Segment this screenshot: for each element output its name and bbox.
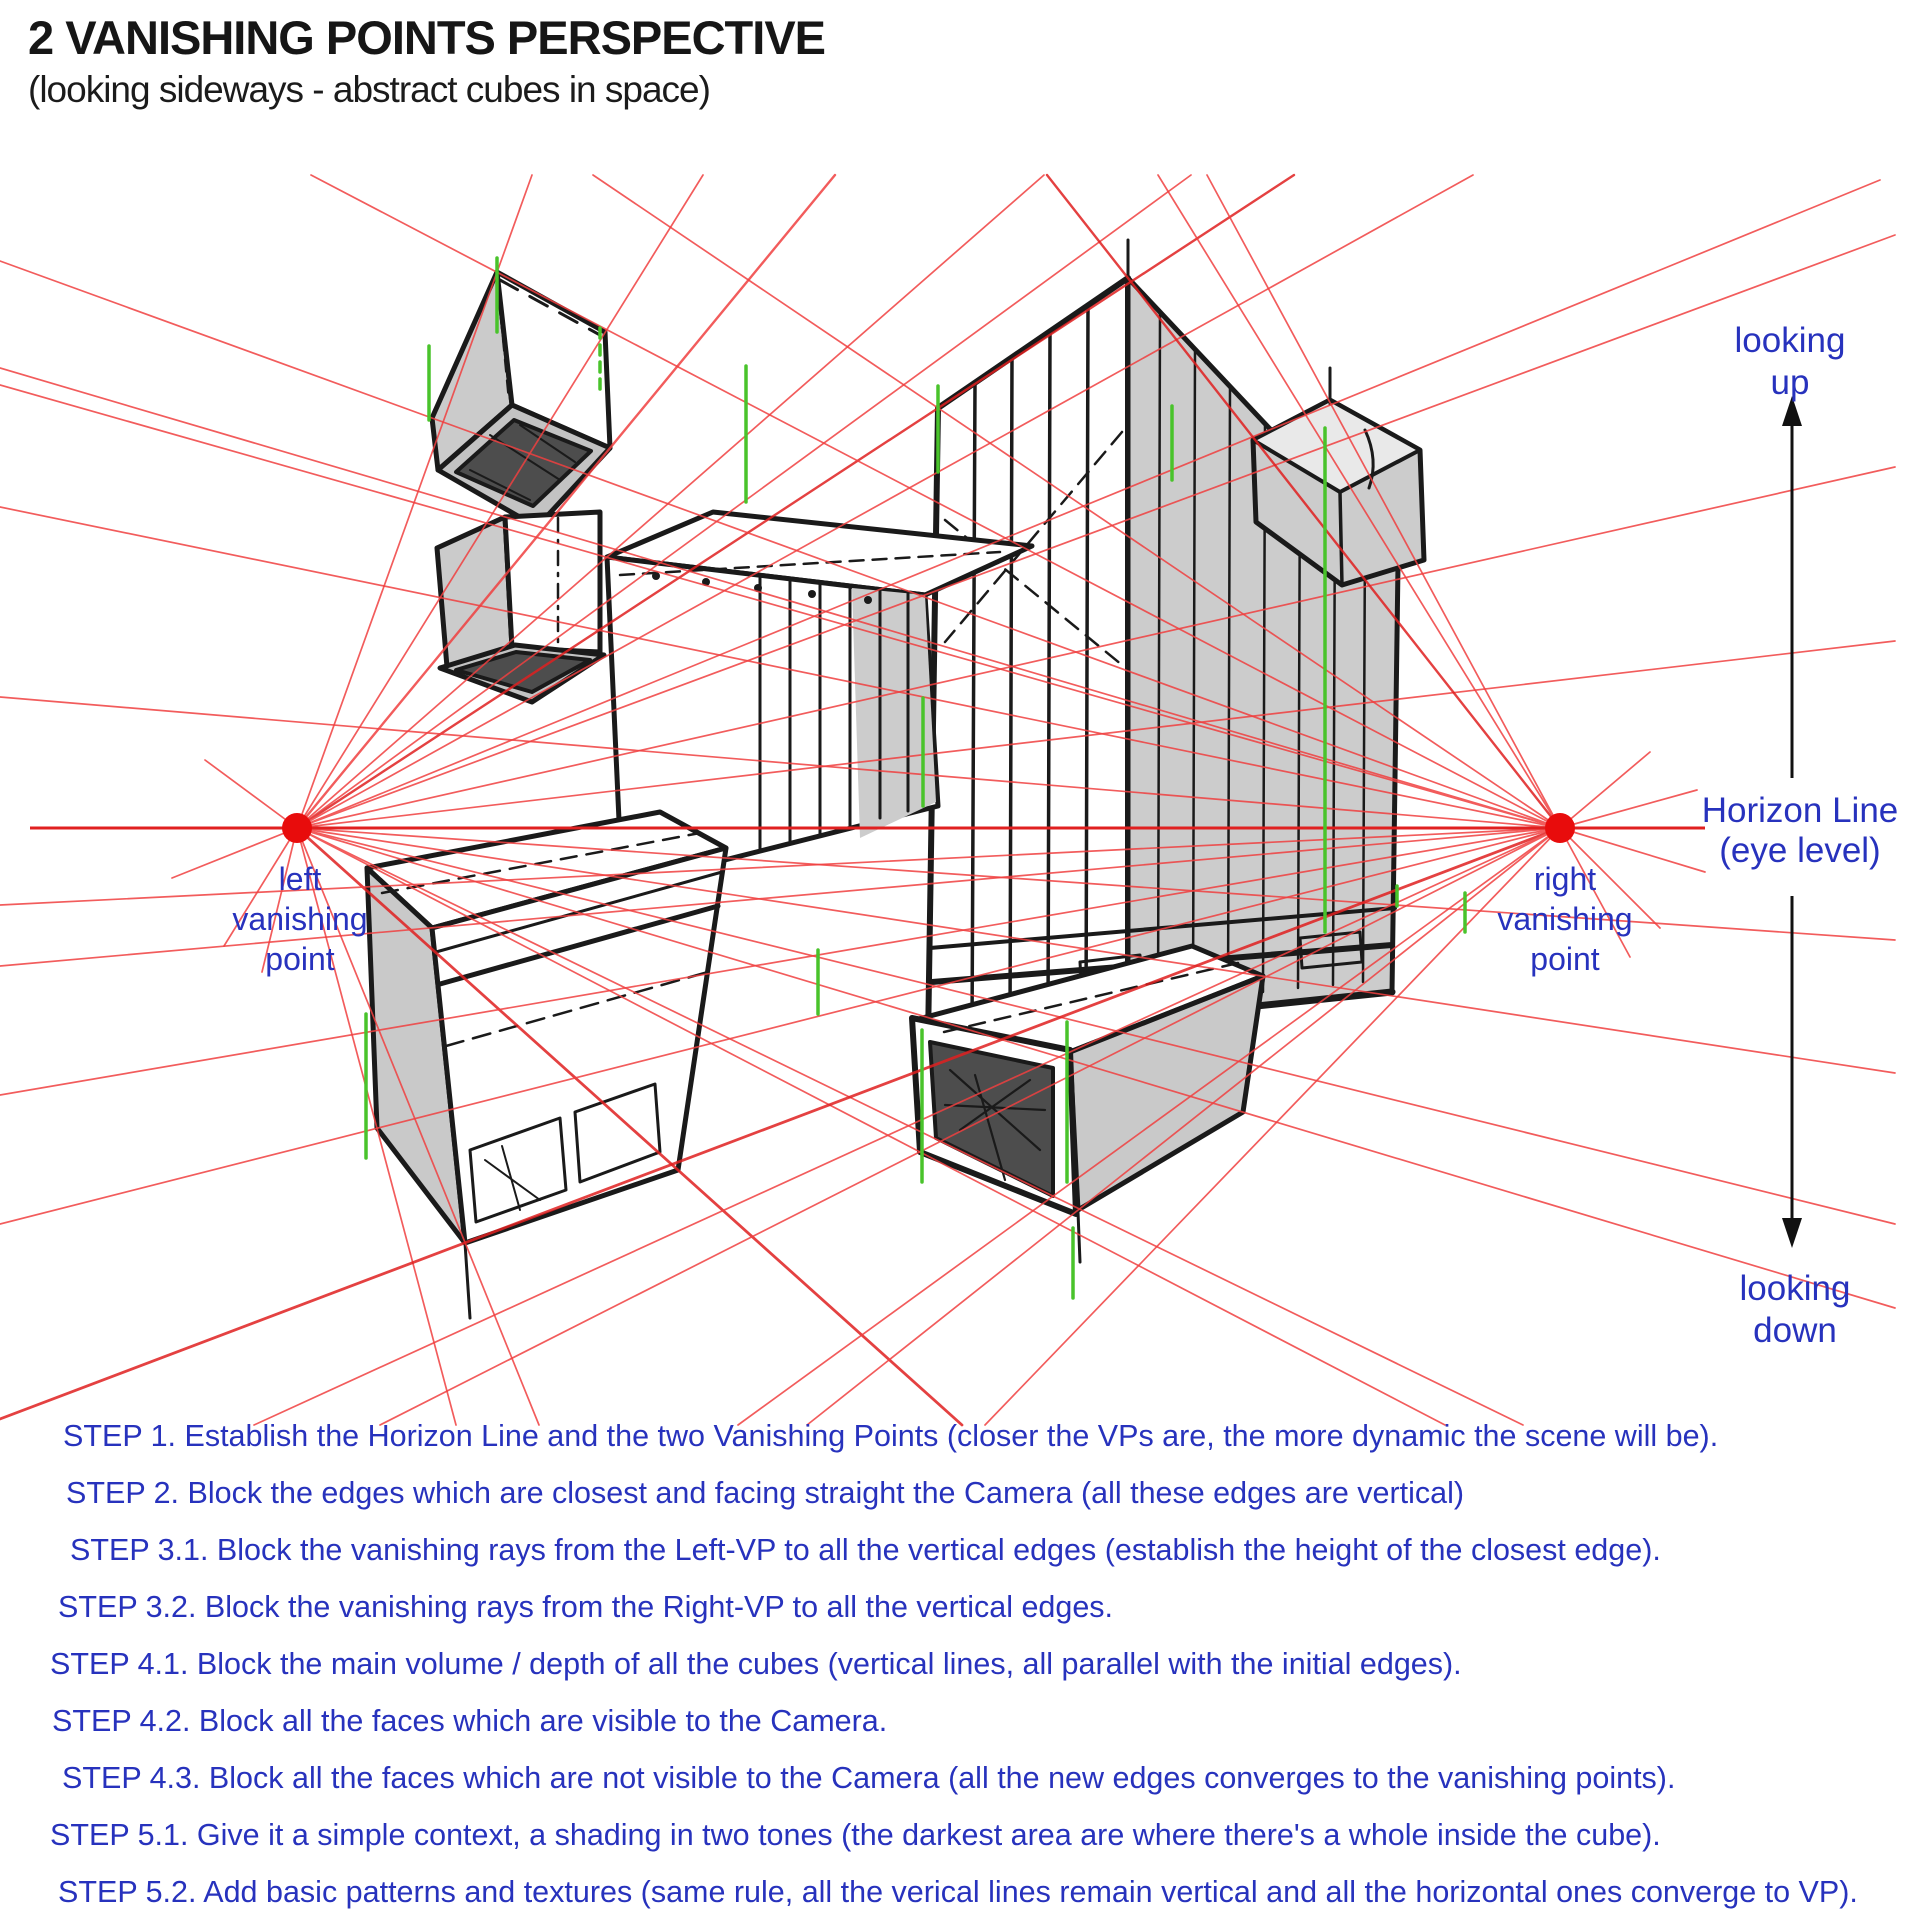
svg-text:point: point <box>265 941 335 977</box>
cube-building <box>924 238 1401 1045</box>
vertical-edge-marks <box>364 256 1467 1300</box>
center-hidden-edge <box>618 550 1002 577</box>
cube-float-upper <box>429 269 613 530</box>
page-subtitle: (looking sideways - abstract cubes in sp… <box>28 69 711 110</box>
bl-dangling-line <box>463 1241 472 1320</box>
step-3-1: STEP 3.1. Block the vanishing rays from … <box>70 1533 1661 1567</box>
looking-up-arrow <box>1782 396 1802 778</box>
left-vp-dot <box>282 813 312 843</box>
step-3-2: STEP 3.2. Block the vanishing rays from … <box>58 1590 1114 1624</box>
center-front-shade <box>852 588 936 838</box>
step-5-2: STEP 5.2. Add basic patterns and texture… <box>58 1875 1858 1909</box>
svg-text:left: left <box>279 861 322 897</box>
eye-level-label: (eye level) <box>1719 831 1880 870</box>
svg-text:point: point <box>1530 941 1600 977</box>
left-vp-label: left vanishing point <box>232 861 367 977</box>
upper-top-dash <box>498 278 602 337</box>
looking-down-label-2: down <box>1753 1311 1837 1350</box>
right-vp-dot <box>1545 813 1575 843</box>
page-title: 2 VANISHING POINTS PERSPECTIVE <box>28 11 826 64</box>
br-hole-scribbles <box>943 1068 1047 1182</box>
looking-up-label: looking <box>1735 321 1846 360</box>
step-5-1: STEP 5.1. Give it a simple context, a sh… <box>50 1818 1661 1852</box>
looking-down-label: looking <box>1740 1269 1851 1308</box>
step-instructions: STEP 1. Establish the Horizon Line and t… <box>0 1408 1920 1921</box>
cube-center <box>604 509 1035 889</box>
header: 2 VANISHING POINTS PERSPECTIVE (looking … <box>28 10 826 111</box>
horizon-line-label: Horizon Line <box>1702 791 1899 830</box>
cube-bottom-right <box>909 943 1266 1264</box>
step-4-2: STEP 4.2. Block all the faces which are … <box>52 1704 888 1738</box>
step-4-1: STEP 4.1. Block the main volume / depth … <box>50 1647 1462 1681</box>
upper-hidden-edge <box>495 274 511 402</box>
lower-underside-hole <box>454 650 592 694</box>
svg-text:vanishing: vanishing <box>1497 901 1632 937</box>
looking-up-label-2: up <box>1771 363 1810 402</box>
cube-float-lower <box>434 509 607 705</box>
center-dot-band <box>652 572 872 604</box>
sketch-cubes <box>364 238 1427 1320</box>
down-arrowhead-icon <box>1782 1218 1802 1248</box>
looking-down-arrow <box>1782 896 1802 1248</box>
step-1: STEP 1. Establish the Horizon Line and t… <box>63 1419 1719 1453</box>
diagram-labels: looking up Horizon Line (eye level) look… <box>232 321 1898 1350</box>
vanishing-rays-right-vp <box>0 173 1706 1426</box>
step-2: STEP 2. Block the edges which are closes… <box>66 1476 1465 1510</box>
vanishing-rays-left-vp <box>171 173 1896 1427</box>
svg-text:vanishing: vanishing <box>232 901 367 937</box>
right-vp-label: right vanishing point <box>1497 861 1632 977</box>
up-arrowhead-icon <box>1782 396 1802 426</box>
step-4-3: STEP 4.3. Block all the faces which are … <box>62 1761 1676 1795</box>
br-dangling-line <box>1076 1210 1082 1264</box>
svg-text:right: right <box>1534 861 1596 897</box>
